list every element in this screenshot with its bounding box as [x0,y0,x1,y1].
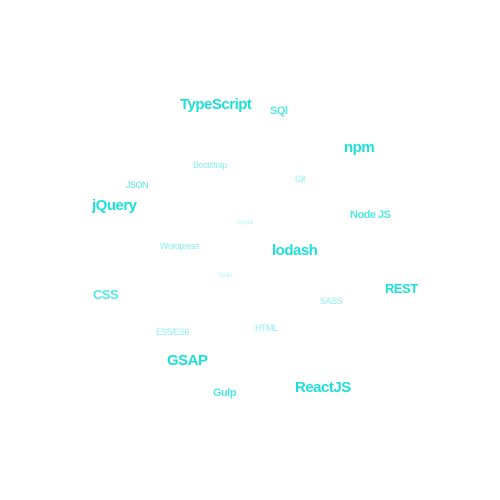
tag-json[interactable]: JSON [126,180,149,190]
tag-npm[interactable]: npm [344,139,375,156]
tag-sass[interactable]: SASS [320,296,343,306]
tag-jquery[interactable]: jQuery [92,197,137,214]
tag-lodash[interactable]: lodash [272,242,318,259]
tag-es5-es6[interactable]: ES5/ES6 [156,327,190,337]
tag-html[interactable]: HTML [255,323,278,333]
tag-angular[interactable]: Angular [236,220,254,226]
tag-gulp[interactable]: Gulp [213,387,237,399]
tag-node-js[interactable]: Node JS [350,209,391,221]
tag-gsap[interactable]: GSAP [167,352,208,369]
tag-wordpress[interactable]: Wordpress [160,241,199,251]
tag-sql[interactable]: SQl [270,105,288,117]
tag-rest[interactable]: REST [385,281,418,296]
tag-css[interactable]: CSS [93,287,119,302]
tag-reactjs[interactable]: ReactJS [295,379,351,396]
tag-typescript[interactable]: TypeScript [180,96,252,113]
tag-bootstrap[interactable]: Bootstrap [193,160,228,170]
tag-git[interactable]: Git [295,174,306,184]
tag-vanilla[interactable]: Vanilla [218,273,233,279]
